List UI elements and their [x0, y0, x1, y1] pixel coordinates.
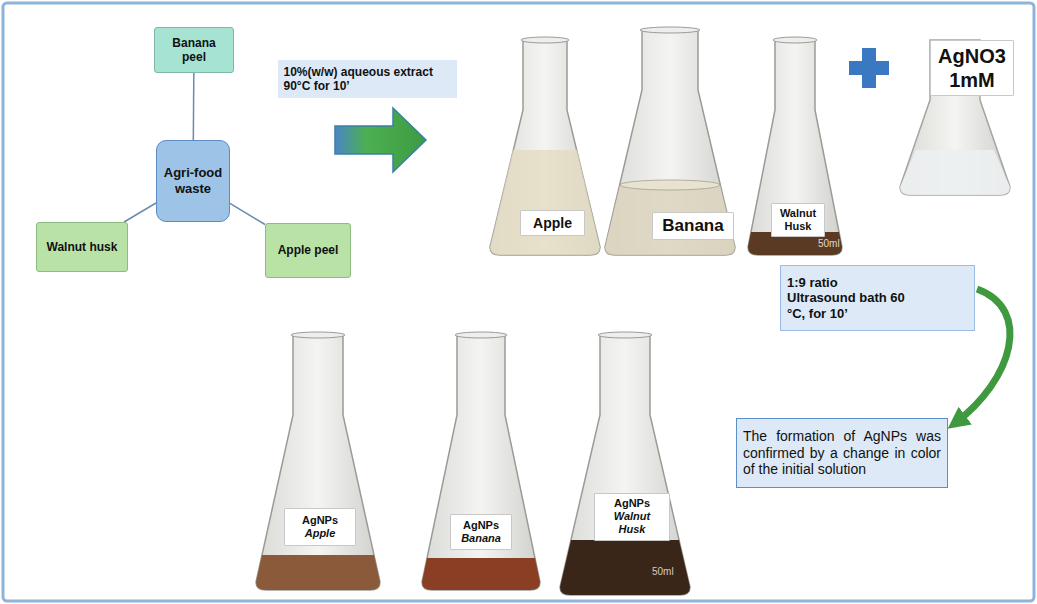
node-text: Walnut Husk [601, 510, 663, 536]
flask-label: AgNPsBanana [450, 514, 512, 550]
volume-mark: 50ml [818, 238, 840, 249]
flask-label: AgNO3 1mM [930, 40, 1014, 96]
step-note: 1:9 ratio Ultrasound bath 60 °C, for 10’ [780, 265, 975, 331]
node-text: Apple [305, 527, 336, 540]
node-text: AgNPs [463, 519, 499, 532]
plus-sign [849, 48, 889, 88]
flask-label: AgNPsWalnut Husk [594, 493, 670, 541]
flask-banana-extract [605, 27, 735, 255]
page-frame [3, 3, 1034, 601]
node-text: Apple [533, 215, 572, 232]
node-text: The formation of AgNPs was confirmed by … [743, 428, 941, 478]
process-arrow [335, 108, 426, 172]
flask-agnps-walnut [560, 332, 690, 595]
node-text: Apple peel [278, 243, 339, 257]
node-text: Agri-food waste [163, 165, 223, 196]
flask-silver-nitrate [900, 40, 1010, 195]
flask-label: Banana [652, 212, 734, 240]
flask-agnps-banana [422, 332, 540, 590]
node-text: 1:9 ratio Ultrasound bath 60 °C, for 10’ [787, 275, 907, 322]
node-text: Banana [461, 532, 501, 545]
connector-line [230, 203, 265, 224]
node-text: AgNPs [614, 497, 650, 510]
source-box: Agri-food waste [156, 140, 230, 222]
node-text: AgNO3 1mM [937, 44, 1007, 92]
step-note: 10%(w/w) aqueous extract 90°C for 10’ [278, 60, 457, 98]
node-text: AgNPs [302, 514, 338, 527]
flask-walnut-extract [748, 37, 842, 255]
flask-label: Apple [520, 210, 585, 236]
flask-apple-extract [490, 37, 600, 255]
waste-box: Banana peel [154, 27, 234, 73]
waste-box: Apple peel [265, 223, 351, 278]
node-text: 10%(w/w) aqueous extract 90°C for 10’ [284, 65, 449, 94]
flask-agnps-apple [256, 332, 380, 590]
node-text: Banana [662, 216, 723, 236]
connector-line [124, 203, 156, 222]
result-note: The formation of AgNPs was confirmed by … [736, 418, 948, 488]
node-text: Walnut Husk [778, 207, 818, 233]
flask-label: Walnut Husk [771, 203, 825, 237]
flask-label: AgNPsApple [284, 508, 356, 546]
node-text: Walnut husk [47, 240, 118, 254]
waste-box: Walnut husk [36, 222, 128, 272]
connector-line [193, 73, 195, 140]
node-text: Banana peel [161, 36, 227, 65]
volume-mark: 50ml [652, 566, 674, 577]
